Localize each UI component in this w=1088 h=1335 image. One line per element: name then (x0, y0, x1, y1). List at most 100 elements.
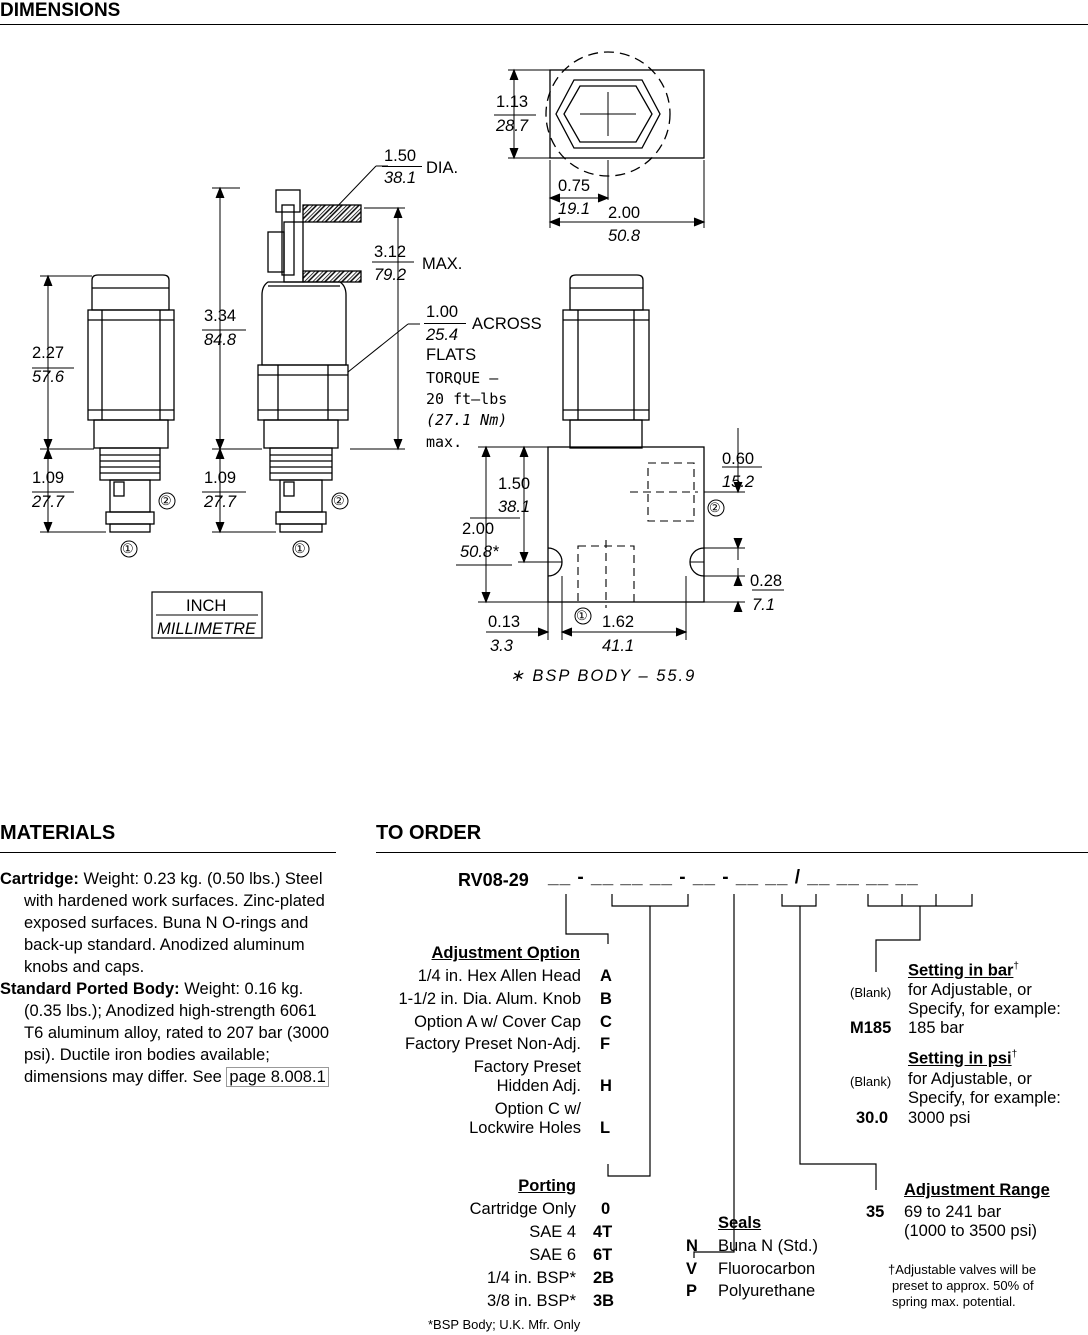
model-number: RV08-29 (458, 870, 529, 890)
port-label-2-body: ② (709, 500, 721, 515)
dim-span-in: 1.62 (602, 613, 635, 631)
dim-flats-mm: 25.4 (426, 326, 459, 344)
dim-left-height-in: 2.27 (32, 344, 65, 362)
setting-bar-title-text: Setting in bar (908, 961, 1014, 980)
legend-mm: MILLIMETRE (157, 620, 257, 638)
setting-psi-title-text: Setting in psi (908, 1049, 1012, 1068)
adjustment-item-label: Hidden Adj. (496, 1077, 581, 1095)
flats-fraction-bar (424, 323, 466, 324)
page-link[interactable]: page 8.008.1 (226, 1067, 329, 1087)
seals-item-code: N (686, 1237, 698, 1255)
adjustment-item-label: Factory Preset (473, 1058, 581, 1076)
porting-item-label: Cartridge Only (469, 1200, 576, 1218)
cartridge-label: Cartridge: (0, 870, 79, 888)
porting-item-code: 4T (593, 1223, 613, 1241)
to-order-heading: TO ORDER (376, 822, 482, 844)
cartridge-left-dims (32, 274, 176, 558)
dim-h1-in: 1.50 (498, 475, 531, 493)
adjustment-item-code: H (600, 1077, 612, 1095)
dim-dia-mm: 38.1 (384, 169, 417, 187)
seals-item-code: P (686, 1282, 698, 1300)
dim-bottom-mm: 7.1 (752, 596, 775, 614)
torque-line1: TORQUE – (426, 369, 499, 387)
range-note1: †Adjustable valves will be (888, 1262, 1037, 1277)
seals-item-label: Buna N (Std.) (718, 1237, 818, 1255)
range-note3: spring max. potential. (892, 1294, 1016, 1309)
porting-item-label: SAE 4 (529, 1223, 576, 1241)
dim-max-mm: 79.2 (374, 266, 407, 284)
dim-span-mm: 41.1 (602, 637, 635, 655)
adjustment-item-label: Option C w/ (494, 1100, 581, 1118)
porting-item-label: SAE 6 (529, 1246, 576, 1264)
seals-item-code: V (686, 1260, 698, 1278)
setting-psi-blank: (Blank) (850, 1074, 892, 1089)
dim-mid-thread-in: 1.09 (204, 469, 237, 487)
setting-psi-title: Setting in psi† (908, 1045, 1017, 1069)
torque-line3: (27.1 Nm) (426, 411, 508, 429)
port-label-2-mid: ② (333, 493, 345, 508)
dim-mid-height-mm: 84.8 (204, 331, 237, 349)
porting-title: Porting (518, 1177, 576, 1195)
materials-heading: MATERIALS (0, 822, 116, 844)
adjustment-title: Adjustment Option (431, 944, 580, 962)
dim-top-offset-mm: 19.1 (558, 200, 591, 218)
materials-body: Standard Ported Body: Weight: 0.16 kg. (… (0, 978, 330, 1088)
dim-edge-mm: 3.3 (490, 637, 513, 655)
body-label: Standard Ported Body: (0, 980, 180, 998)
dim-top-width-in: 2.00 (608, 204, 641, 222)
body-view-dims (456, 428, 784, 640)
setting-bar-line2: Specify, for example: (908, 1000, 1061, 1018)
dim-dia-label: DIA. (426, 159, 459, 177)
setting-bar-line1: for Adjustable, or (908, 981, 1032, 999)
porting-item-code: 6T (593, 1246, 613, 1264)
adjustment-item-label: Lockwire Holes (469, 1119, 581, 1137)
adjustment-item-code: L (600, 1119, 611, 1137)
cartridge-middle-dims (202, 165, 420, 558)
adjustment-item-code: C (600, 1013, 612, 1031)
dim-flats-label1: ACROSS (472, 315, 542, 333)
dim-flats-label2: FLATS (426, 346, 477, 364)
dim-port2-in: 0.60 (722, 450, 755, 468)
setting-psi-example-value: 3000 psi (908, 1109, 971, 1127)
body-text: Weight: 0.16 kg. (0.35 lbs.); Anodized h… (24, 980, 330, 1086)
materials-text: Cartridge: Weight: 0.23 kg. (0.50 lbs.) … (0, 868, 330, 1088)
order-connector-lines (565, 894, 973, 1258)
setting-psi-line2: Specify, for example: (908, 1089, 1061, 1107)
adjustment-item-code: F (600, 1035, 611, 1053)
cartridge-left-drawing (87, 274, 175, 533)
port-label-2-left: ② (160, 493, 172, 508)
adjustment-item-label: 1-1/2 in. Dia. Alum. Knob (398, 990, 581, 1008)
torque-line2: 20 ft–lbs (426, 390, 508, 408)
dim-dia-in: 1.50 (384, 147, 417, 165)
range-code: 35 (866, 1203, 885, 1221)
dim-h2-mm: 50.8* (460, 543, 499, 561)
dim-h2-in: 2.00 (462, 520, 495, 538)
porting-item-code: 0 (601, 1200, 611, 1218)
range-title: Adjustment Range (904, 1181, 1050, 1199)
adjustment-item-label: Option A w/ Cover Cap (414, 1013, 581, 1031)
dim-mid-height-in: 3.34 (204, 307, 237, 325)
to-order-rule (376, 852, 1088, 853)
porting-item-code: 3B (593, 1292, 615, 1310)
dia-fraction-bar (382, 166, 422, 167)
dim-port2-mm: 15.2 (722, 473, 755, 491)
porting-item-label: 1/4 in. BSP* (487, 1269, 576, 1287)
materials-rule (0, 852, 336, 853)
bsp-body-note: ∗ BSP BODY – 55.9 (510, 667, 697, 685)
dim-bottom-in: 0.28 (750, 572, 783, 590)
range-note2: preset to approx. 50% of (892, 1278, 1034, 1293)
dim-max-in: 3.12 (374, 243, 407, 261)
top-view-dims (494, 68, 706, 228)
adjustment-item-label: Factory Preset Non-Adj. (404, 1035, 581, 1053)
dimensions-heading: DIMENSIONS (0, 0, 121, 21)
setting-bar-sup: † (1013, 961, 1019, 972)
torque-line4: max. (426, 433, 463, 451)
seals-title: Seals (718, 1214, 762, 1232)
dim-mid-thread-mm: 27.7 (204, 493, 237, 511)
seals-item-label: Polyurethane (718, 1282, 816, 1300)
legend-box (151, 591, 263, 639)
dim-left-thread-in: 1.09 (32, 469, 65, 487)
top-view-drawing (545, 51, 705, 177)
adjustment-item-code: B (600, 990, 612, 1008)
dim-left-height-mm: 57.6 (32, 368, 65, 386)
